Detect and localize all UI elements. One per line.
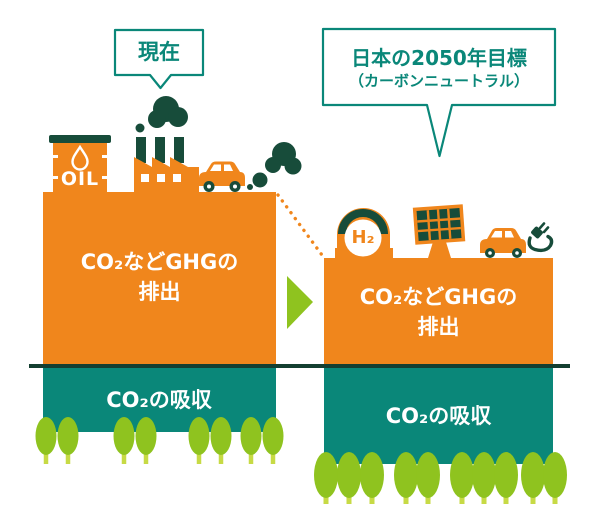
tree-icon [262,417,284,464]
tree-icon [394,452,418,504]
tree-icon [494,452,518,504]
oil-barrel-icon [49,135,111,192]
electric-car-icon [480,228,526,258]
tree-icon [188,417,210,464]
present-emission-line1: CO₂などGHGの [80,250,239,274]
present-absorption-box [43,368,276,432]
tree-icon [543,452,567,504]
hydrogen-label: H₂ [351,227,375,248]
goal-emission-line2: 排出 [417,315,460,339]
oil-drop-icon [71,144,89,171]
solar-panel-icon [412,204,466,258]
goal-emission-bar [324,258,553,364]
present-emission-bar [43,192,276,364]
arrow-right-icon [287,276,313,329]
goal-bubble-label: 日本の2050年目標 （カーボンニュートラル） [323,29,555,106]
tree-icon [113,417,135,464]
goal-absorption-label: CO₂の吸収 [385,404,492,428]
now-bubble-label: 現在 [138,40,180,64]
present-emission-line2: 排出 [138,280,181,304]
present-emission-label: CO₂などGHGの 排出 [43,247,276,307]
now-bubble [113,28,205,90]
tree-icon [360,452,384,504]
exhaust-icon [247,142,302,190]
tree-icon [521,452,545,504]
tree-icon [450,452,474,504]
oil-barrel-label: OIL [60,168,100,190]
smoke-icon [135,96,188,133]
gasoline-car-icon [199,161,245,192]
goal-emission-label: CO₂などGHGの 排出 [324,282,553,342]
tree-icon [416,452,440,504]
present-absorption-label: CO₂の吸収 [106,388,212,412]
tree-icon [35,417,57,464]
ground-line [29,364,570,368]
tree-icon [472,452,496,504]
goal-bubble-line2: （カーボンニュートラル） [348,71,529,90]
tree-icon [240,417,262,464]
goal-bubble-line1: 日本の2050年目標 [351,45,527,70]
factory-icon [134,137,199,192]
hydrogen-tank-icon [335,208,393,258]
tree-icon [314,452,338,504]
tree-icon [337,452,361,504]
tree-icon [57,417,79,464]
goal-absorption-box [324,368,553,464]
plug-icon [527,222,554,253]
dotted-transition-line [276,193,324,257]
goal-emission-line1: CO₂などGHGの [359,285,518,309]
tree-icon [135,417,157,464]
goal-bubble [321,27,557,158]
tree-icon [210,417,232,464]
